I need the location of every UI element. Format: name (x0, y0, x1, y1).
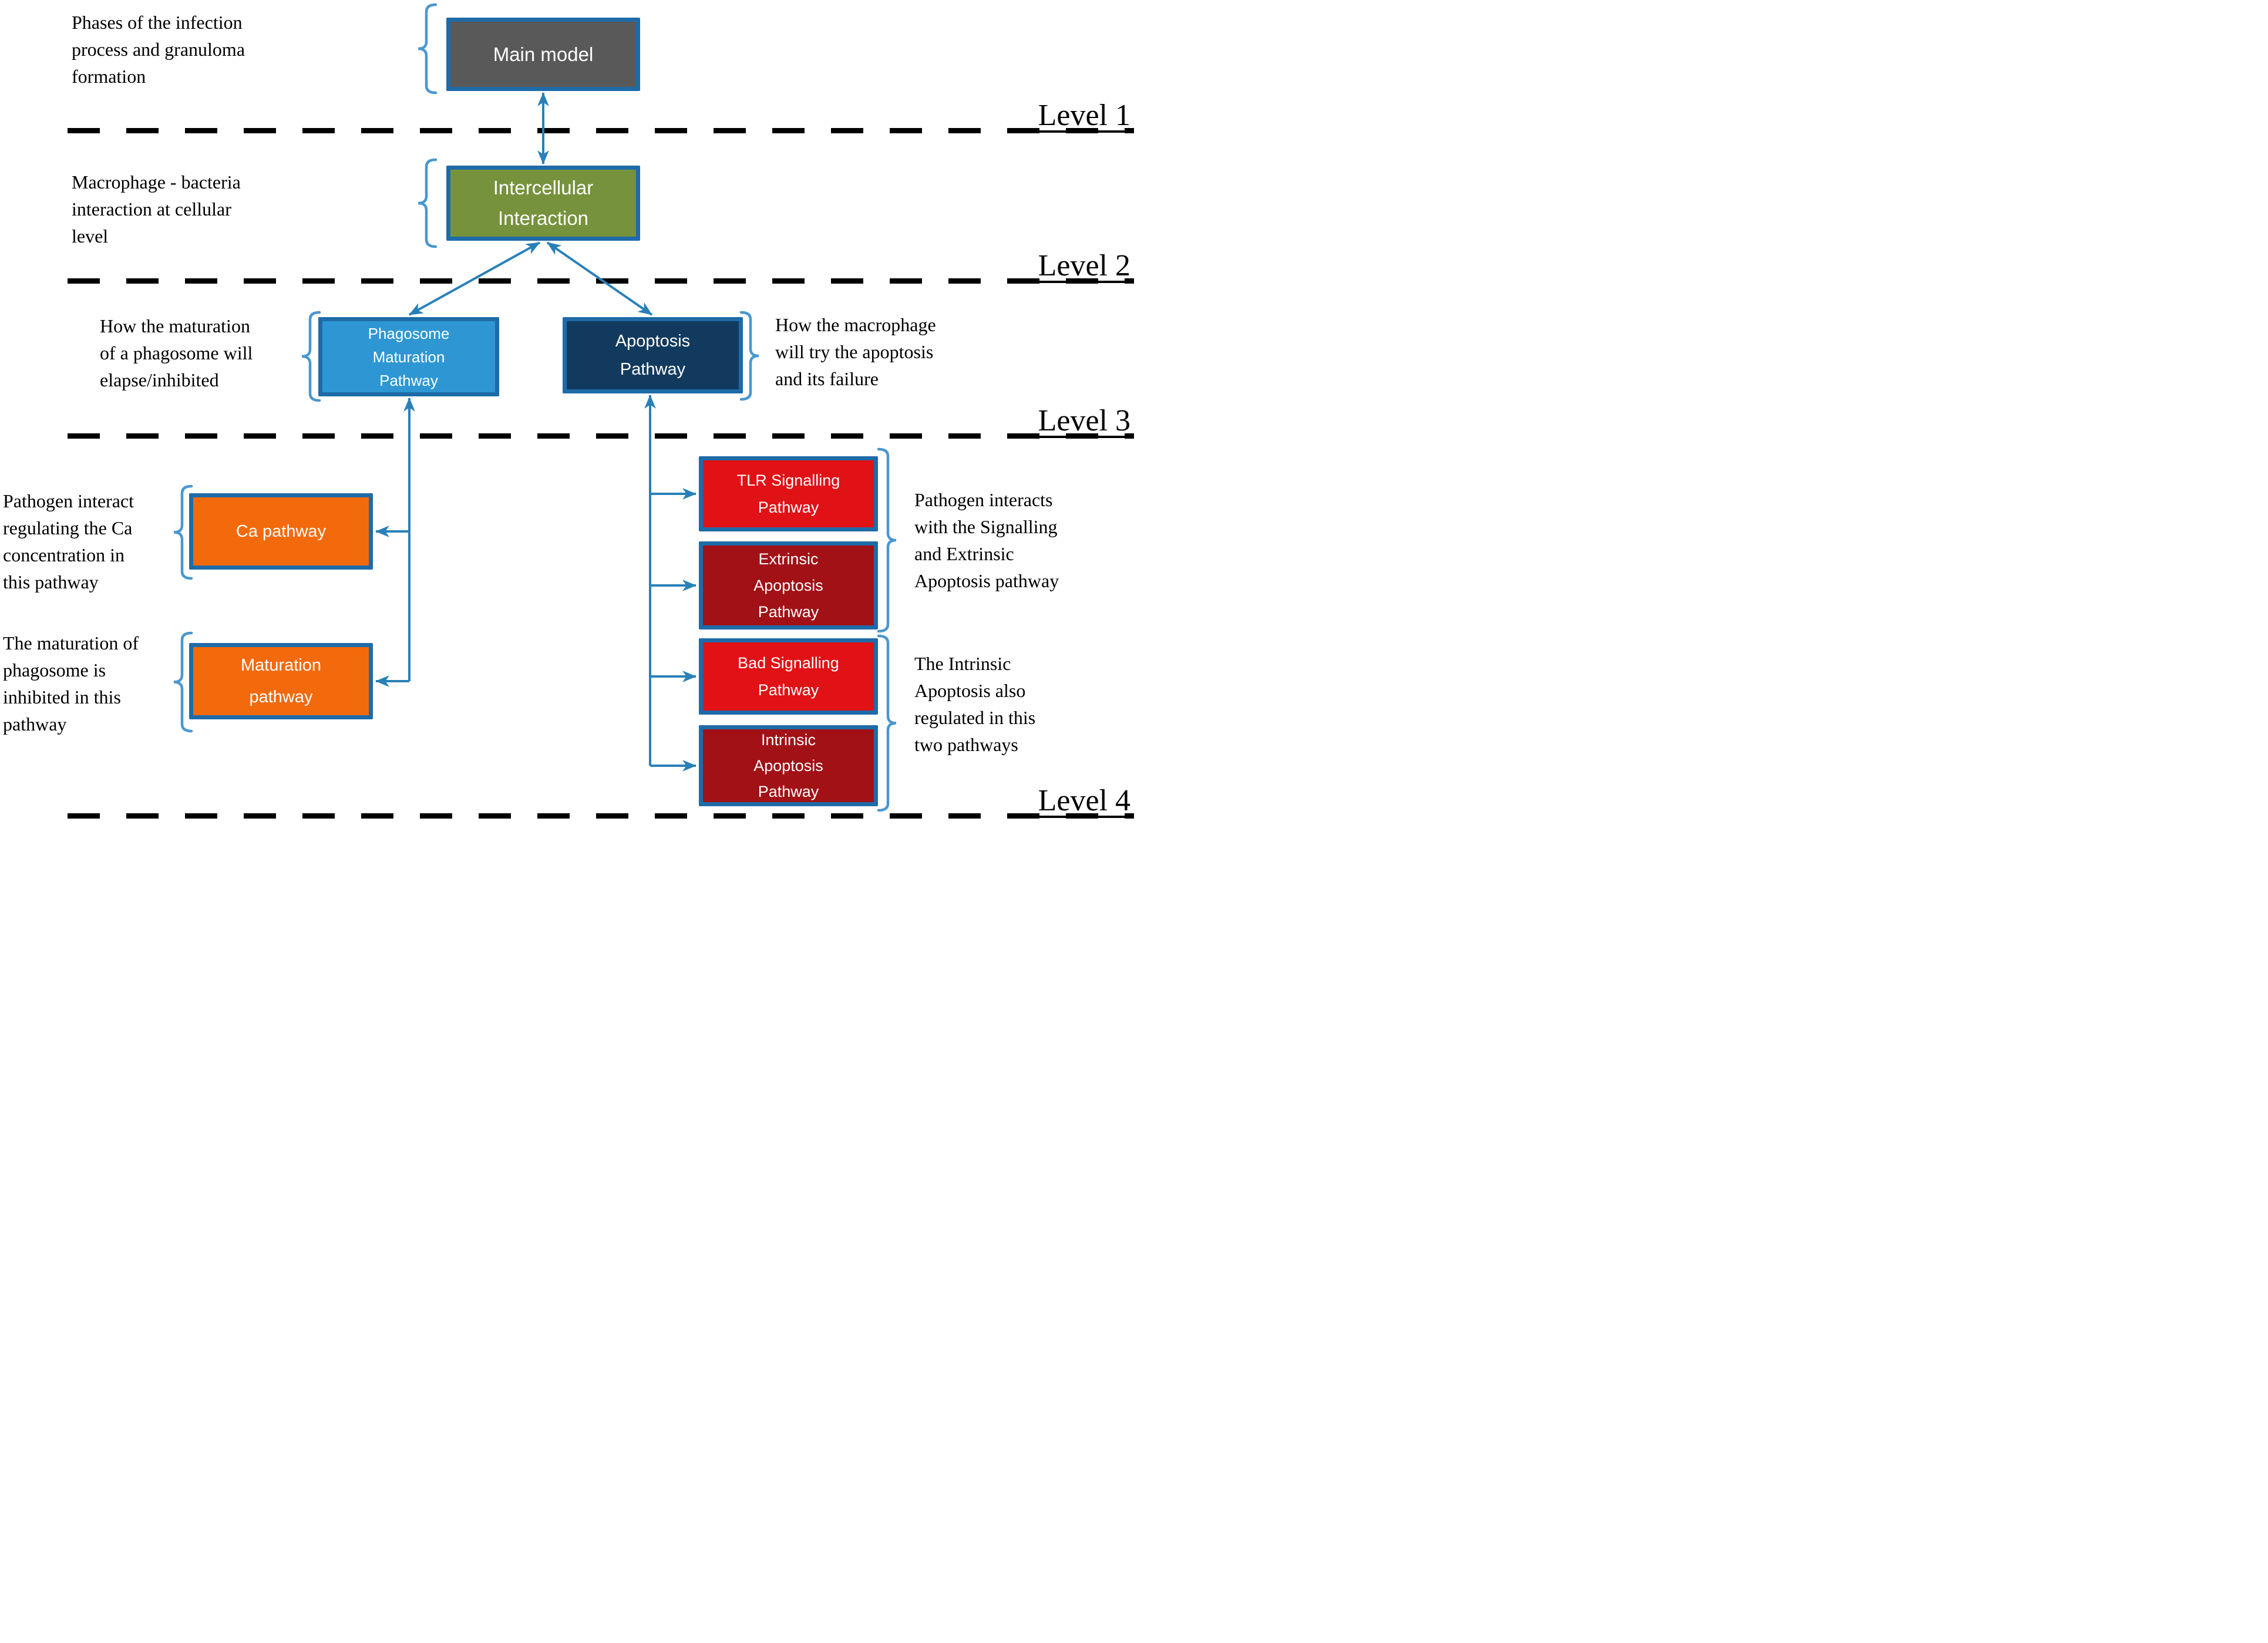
annotation-apoptosis: How the macrophage will try the apoptosi… (775, 314, 936, 389)
node-tlr-label: TLR Signalling Pathway (736, 472, 840, 516)
level-4-divider (68, 813, 1134, 819)
node-maturation-label: Maturation pathway (240, 656, 321, 706)
node-intercellular-label: Intercellular Interaction (493, 177, 594, 229)
node-phagosome-label: Phagosome Maturation Pathway (368, 324, 450, 389)
node-extrinsic-label: Extrinsic Apoptosis Pathway (753, 550, 823, 621)
connector-layer (173, 3, 897, 812)
node-intercellular: Intercellular Interaction (446, 166, 640, 241)
node-extrinsic-apoptosis: Extrinsic Apoptosis Pathway (699, 541, 878, 629)
node-tlr-signalling: TLR Signalling Pathway (699, 456, 878, 531)
level-1-divider (68, 128, 1134, 133)
brace-apoptosis (739, 311, 759, 401)
brace-maturation (173, 631, 193, 733)
brace-signalling-group (877, 447, 897, 633)
level-2-label: Level 2 (1038, 249, 1130, 282)
brace-ca (173, 484, 193, 580)
annotation-phagosome: How the maturation of a phagosome will e… (100, 315, 253, 390)
node-intrinsic-apoptosis: Intrinsic Apoptosis Pathway (699, 725, 878, 806)
arrow-intercellular-apoptosis (546, 241, 653, 316)
brace-intercellular (418, 158, 438, 248)
diagram-canvas: Level 1 Level 2 Level 3 Level 4 Phases o… (0, 0, 1134, 822)
node-ca-label: Ca pathway (235, 522, 327, 541)
annotation-main-model: Phases of the infection process and gran… (72, 12, 245, 87)
node-apoptosis-label: Apoptosis Pathway (615, 332, 691, 379)
node-ca-pathway: Ca pathway (189, 493, 373, 570)
brace-phagosome (301, 311, 321, 402)
node-bad-label: Bad Signalling Pathway (738, 654, 839, 699)
annotation-intercellular: Macrophage - bacteria interaction at cel… (72, 171, 241, 247)
level-3-label: Level 3 (1038, 404, 1130, 437)
brace-main-model (418, 3, 438, 95)
arrow-intercellular-phagosome (409, 241, 540, 316)
level-3-divider (68, 433, 1134, 439)
node-intrinsic-label: Intrinsic Apoptosis Pathway (753, 731, 823, 800)
level-1-label: Level 1 (1038, 99, 1130, 132)
node-main-model-label: Main model (493, 43, 594, 65)
level-4-label: Level 4 (1038, 784, 1130, 817)
annotation-intrinsic-group: The Intrinsic Apoptosis also regulated i… (914, 653, 1036, 755)
brace-intrinsic-group (877, 634, 897, 812)
node-apoptosis: Apoptosis Pathway (563, 317, 743, 393)
annotation-ca: Pathogen interact regulating the Ca conc… (3, 490, 134, 592)
node-phagosome-maturation: Phagosome Maturation Pathway (318, 317, 499, 396)
node-main-model: Main model (446, 18, 640, 91)
annotation-signalling-group: Pathogen interacts with the Signalling a… (914, 489, 1059, 591)
annotation-maturation: The maturation of phagosome is inhibited… (3, 632, 139, 735)
node-bad-signalling: Bad Signalling Pathway (699, 638, 878, 715)
node-maturation-pathway: Maturation pathway (189, 643, 373, 719)
